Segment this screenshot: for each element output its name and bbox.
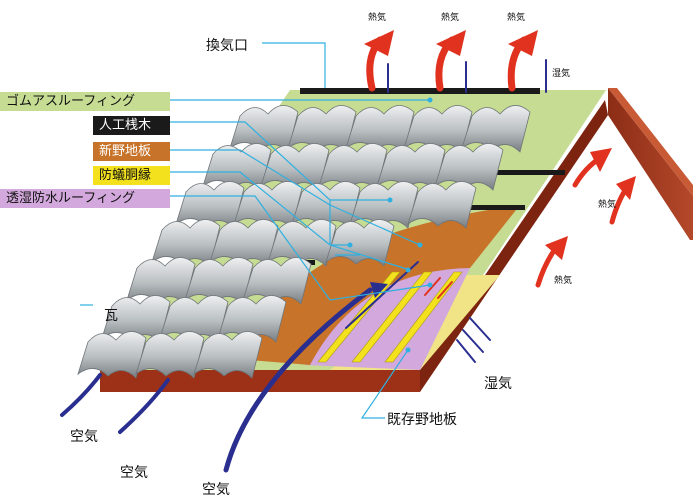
roof-tile <box>193 331 263 379</box>
legend-rubber-roofing: ゴムアスルーフィング <box>0 92 170 111</box>
heat-arrow-head <box>436 30 466 56</box>
air-flow-arrows <box>60 261 419 473</box>
label-heat-3: 熱気 <box>507 13 526 23</box>
roof-tile <box>242 257 312 305</box>
label-air-3: 空気 <box>202 482 230 498</box>
label-tile: 瓦 <box>104 308 118 324</box>
heat-arrow-head <box>508 30 538 56</box>
roof-tile <box>77 331 147 379</box>
eave-board <box>100 370 420 392</box>
label-air-2: 空気 <box>120 465 148 481</box>
humidity-arrows <box>387 59 547 363</box>
heat-arrows <box>364 30 636 288</box>
heat-arrow-head <box>545 236 568 260</box>
heat-arrow-head <box>616 176 636 200</box>
label-heat-5: 熱気 <box>554 276 573 286</box>
label-heat-1: 熱気 <box>368 13 387 23</box>
roof-gable-right <box>608 88 693 240</box>
label-heat-4: 熱気 <box>598 200 617 210</box>
label-existing-board: 既存野地板 <box>387 412 457 428</box>
label-vent: 換気口 <box>206 38 248 54</box>
leader-lines <box>80 42 431 419</box>
label-humidity-top: 湿気 <box>552 69 571 79</box>
label-humidity-bottom: 湿気 <box>484 376 512 392</box>
leader-dots <box>347 97 433 353</box>
roof-tiles <box>77 105 531 379</box>
heat-arrow-head <box>364 30 394 56</box>
label-heat-2: 熱気 <box>441 13 460 23</box>
roof-tile <box>349 181 419 229</box>
legend-new-board: 新野地板 <box>93 142 170 161</box>
legend-breathable-roofing: 透湿防水ルーフィング <box>0 189 170 208</box>
roof-tile <box>461 105 531 153</box>
roof-tile <box>407 181 477 229</box>
roof-tile <box>325 219 395 267</box>
roof-tile <box>135 331 205 379</box>
legend-anti-termite: 防蟻胴縁 <box>93 166 170 185</box>
label-air-1: 空気 <box>70 429 98 445</box>
roof-tile <box>217 295 287 343</box>
legend-artificial-batten: 人工桟木 <box>93 116 170 135</box>
roof-tile <box>434 143 504 191</box>
heat-arrow-head <box>590 148 612 172</box>
roof-tile <box>267 219 337 267</box>
